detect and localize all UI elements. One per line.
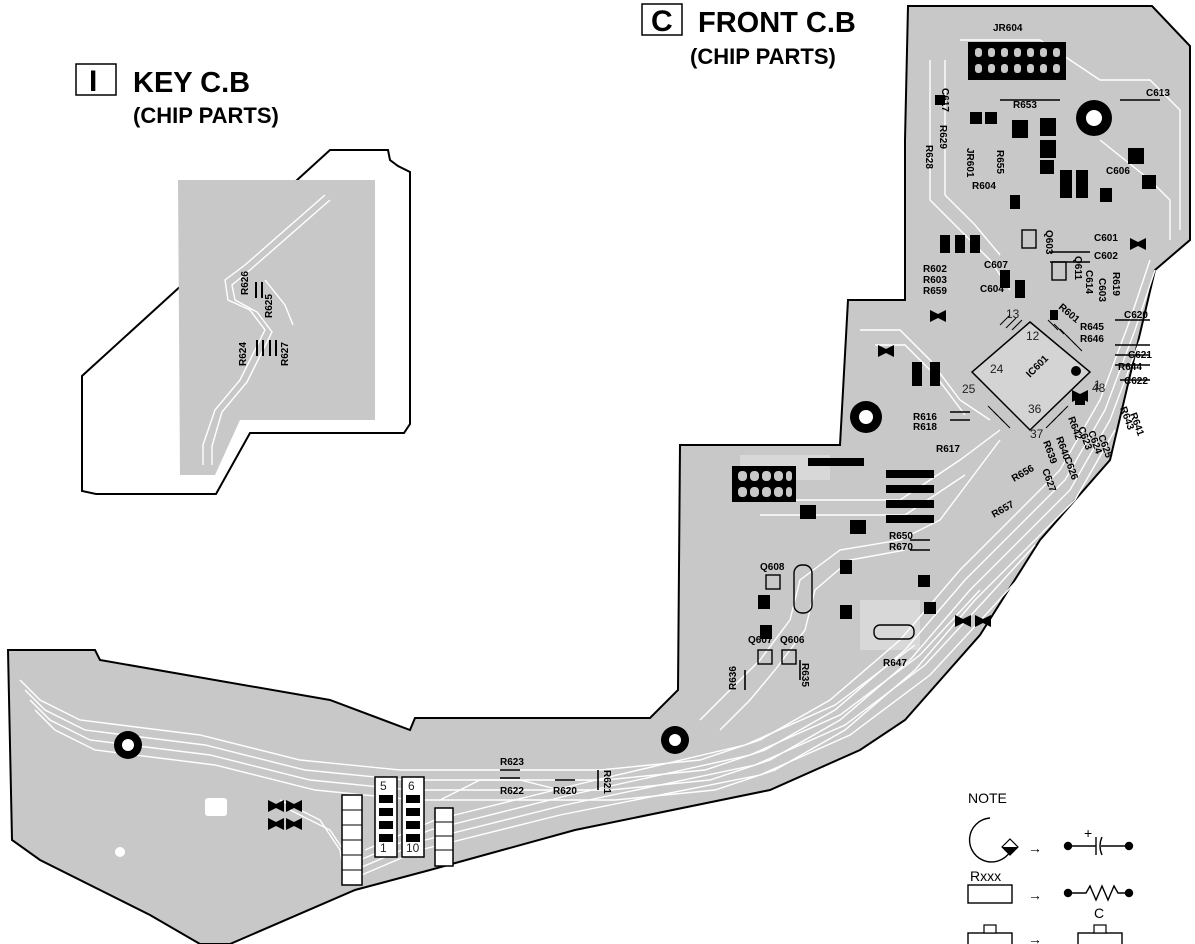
transistor-collector-label: C [1094,905,1104,921]
board-letter-box [641,3,683,36]
part-label: C613 [1146,88,1170,99]
part-label: R602 [923,264,947,275]
header-jr604 [968,42,1066,80]
part-label: Q608 [760,562,785,573]
part-label: C617 [939,88,950,112]
part-label: C607 [984,260,1008,271]
part-label: R647 [883,658,907,669]
front-board-title: C FRONT C.B (CHIP PARTS) [641,3,856,69]
part-label: R629 [937,125,948,149]
resistor-box-icon [967,884,1013,904]
transistor-box-icon [967,932,1013,944]
part-label: R653 [1013,100,1037,111]
part-label: R618 [913,422,937,433]
part-label: C620 [1124,310,1148,321]
svg-text:+: + [1084,825,1092,841]
ic-pin-label: 36 [1028,402,1042,416]
part-label: C601 [1094,233,1118,244]
part-label: R645 [1080,322,1104,333]
key-board-traces [202,194,331,465]
part-label: C606 [1106,166,1130,177]
part-label: R625 [264,294,275,318]
part-label: R627 [280,342,291,366]
arrow-icon: → [1028,840,1042,856]
part-label: C603 [1096,278,1107,302]
ic601-chip: IC601 13 12 1 24 25 48 36 37 [962,307,1106,441]
part-label: R620 [553,786,577,797]
part-label: R623 [500,757,524,768]
electrolytic-capacitor-icon: + [1063,825,1134,856]
front-board: IC601 13 12 1 24 25 48 36 37 5 6 1 10 [6,5,1191,944]
part-label: R650 [889,531,913,542]
part-label: C614 [1083,270,1094,294]
part-label: R655 [994,150,1005,174]
part-label: R616 [913,412,937,423]
part-label: R635 [799,663,810,687]
part-label: R628 [923,145,934,169]
connector-pin-label: 5 [380,779,387,793]
part-label: R621 [601,770,612,794]
note-title: NOTE [968,790,1007,806]
part-label: R644 [1118,362,1142,373]
board-subtitle: (CHIP PARTS) [690,44,836,69]
part-label: R619 [1110,272,1121,296]
part-label: R617 [936,444,960,455]
part-label: R622 [500,786,524,797]
key-board: R626 R625 R624 R627 [81,149,411,495]
ic-pin-label: 25 [962,382,976,396]
part-label: C602 [1094,251,1118,262]
connector-block [732,466,796,502]
note-legend: NOTE → + Rxxx → → C [967,790,1134,944]
part-label: Q606 [780,635,805,646]
part-label: R604 [972,181,996,192]
board-letter: I [89,65,97,98]
part-label: JR601 [964,148,975,178]
board-letter-box [75,63,117,96]
key-board-copper [178,180,375,475]
transistor-symbol-icon [1077,932,1123,944]
ic-pin-label: 37 [1030,427,1044,441]
board-name: KEY C.B [133,67,250,99]
resistor-symbol-icon [1063,884,1134,902]
board-name: FRONT C.B [698,7,856,39]
part-label: JR604 [993,23,1023,34]
board-letter: C [651,5,673,38]
key-board-title: I KEY C.B (CHIP PARTS) [75,63,279,128]
connector-pin-label: 1 [380,841,387,855]
part-label: Q611 [1072,256,1083,280]
ic-pin-label: 48 [1092,381,1106,395]
part-label: R636 [728,666,739,690]
part-label: R670 [889,542,913,553]
key-parts: R626 R625 R624 R627 [238,271,291,366]
part-label: C621 [1128,350,1152,361]
connector-pin-label: 6 [408,779,415,793]
front-board-clearing [740,455,920,650]
part-label: Q607 [748,635,773,646]
resistor-label: Rxxx [970,868,1001,884]
arrow-icon: → [1028,931,1042,944]
part-label: Q603 [1043,230,1054,255]
transistors [757,229,1067,665]
chip-marks [255,282,277,356]
part-label: R624 [238,342,249,366]
ic-pin-label: 1 [1094,378,1101,392]
part-label: C604 [980,284,1004,295]
connector-pin-label: 10 [406,841,420,855]
board-subtitle: (CHIP PARTS) [133,103,279,128]
ic-pin-label: 24 [990,362,1004,376]
ic-pin-label: 13 [1006,307,1020,321]
part-label: R646 [1080,334,1104,345]
chip-pads [268,95,1156,830]
arrow-icon: → [1028,887,1042,903]
part-label: R659 [923,286,947,297]
mounting-holes [114,100,1112,857]
part-label: R626 [240,271,251,295]
ic-pin-label: 12 [1026,329,1040,343]
bottom-connector: 5 6 1 10 [341,776,454,886]
capacitor-polarity-icon [968,817,1013,863]
part-label: C622 [1124,376,1148,387]
part-label: R603 [923,275,947,286]
component-marks [500,99,1160,790]
